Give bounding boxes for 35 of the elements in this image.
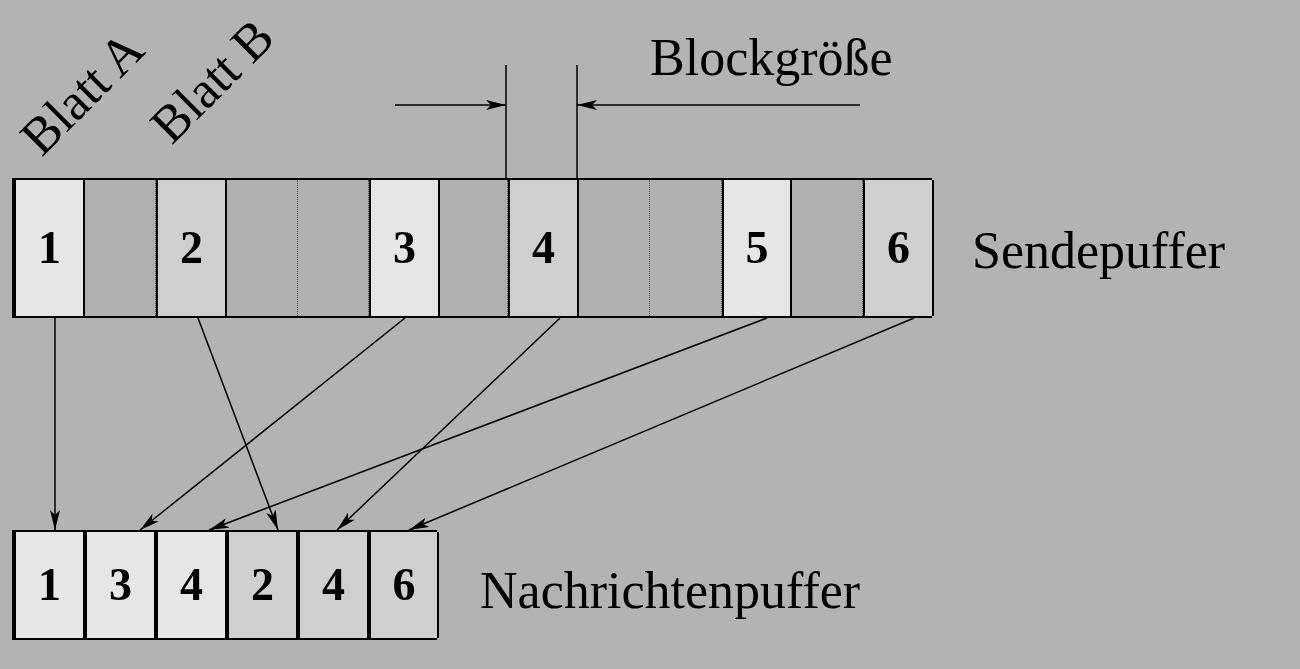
arrow [50, 317, 60, 531]
block-cell [14, 180, 85, 316]
block-number: 1 [38, 562, 61, 608]
arrow [139, 317, 406, 531]
block-number: 3 [109, 562, 132, 608]
arrow [197, 317, 279, 531]
block-number: 4 [180, 562, 203, 608]
block-cell [227, 532, 298, 638]
buffer-label: Nachrichtenpuffer [480, 565, 861, 617]
block-cell [369, 180, 440, 316]
block-cell [85, 532, 156, 638]
buffer-bar [12, 178, 932, 318]
arrow [408, 317, 915, 531]
block-cell [863, 180, 934, 316]
arrow [208, 317, 768, 531]
block-cell [156, 532, 227, 638]
block-cell [508, 180, 579, 316]
block-cell [14, 532, 85, 638]
buffer-label: Sendepuffer [972, 225, 1226, 277]
buffer-bar [12, 530, 437, 640]
block-cell [156, 180, 227, 316]
block-number: 6 [392, 562, 416, 608]
block-number: 1 [38, 225, 61, 271]
block-number: 4 [322, 562, 345, 608]
block-number: 4 [532, 225, 555, 271]
block-number: 5 [745, 225, 769, 271]
block-cell [298, 532, 369, 638]
block-cell [722, 180, 792, 316]
dimension-label: Blockgröße [650, 32, 893, 84]
block-number: 2 [251, 562, 274, 608]
block-number: 2 [180, 225, 203, 271]
block-number: 3 [393, 225, 416, 271]
block-number: 6 [887, 225, 910, 271]
arrow [336, 317, 561, 531]
block-cell [369, 532, 439, 638]
